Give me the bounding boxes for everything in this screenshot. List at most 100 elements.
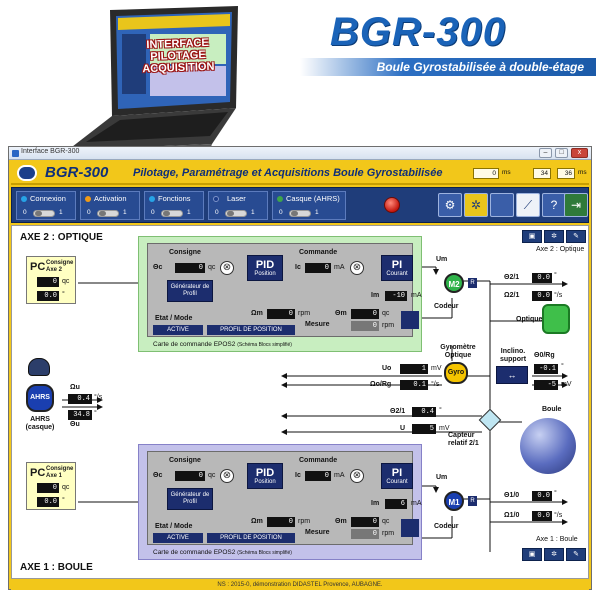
- pid-block[interactable]: PID Position: [247, 255, 283, 281]
- capteur-label: Capteur relatif 2/1: [448, 432, 479, 447]
- inclinometer-block[interactable]: ↔: [496, 366, 528, 384]
- motor-m2[interactable]: M2: [444, 273, 464, 293]
- etat-active: ACTIVE: [153, 325, 203, 335]
- block-label: Générateur de Profil: [170, 284, 210, 297]
- diagram-area: AXE 2 : OPTIQUE ▣ ✲ ✎ Axe 2 : Optique PC…: [11, 225, 589, 579]
- omega-u-value: 0.4: [68, 394, 92, 404]
- axe1-camera-button[interactable]: ▣: [522, 548, 542, 561]
- axe1-label: Axe 1 : Boule: [536, 536, 578, 543]
- help-button[interactable]: ?: [542, 193, 566, 217]
- toggle-left-value: 0: [279, 209, 283, 216]
- axe2-label: Axe 2 : Optique: [536, 246, 585, 253]
- pc-value-deg[interactable]: 0.0: [37, 291, 59, 301]
- exit-button[interactable]: ⇥: [564, 193, 588, 217]
- theta-org-label: Θ0/Rg: [534, 352, 555, 359]
- omega10-label: Ω1/0: [504, 512, 520, 519]
- led-icon: [21, 196, 27, 202]
- unit: °: [62, 291, 65, 298]
- card-caption-title: Carte de commande EPOS2: [153, 341, 236, 348]
- toolbar: Connexion 0 1 Activation 0 1 Fonctions 0…: [11, 187, 589, 223]
- timer-1: 0: [473, 168, 499, 179]
- toggle-activation[interactable]: Activation 0 1: [80, 191, 140, 220]
- toggle-left-value: 0: [151, 209, 155, 216]
- u-value: 5: [412, 424, 436, 434]
- epos2-card-axe2: Consigne Θc 0 qc Générateur de Profil ⊗ …: [138, 236, 422, 352]
- pc-value-deg[interactable]: 0.0: [37, 497, 59, 507]
- im-value: -10: [385, 291, 407, 301]
- pc-value-qc[interactable]: 0: [37, 277, 59, 287]
- mesure-label: Mesure: [305, 321, 330, 328]
- pi-block[interactable]: PI Courant: [381, 255, 413, 281]
- laptop-caption: INTERFACE PILOTAGE ACQUISITION: [139, 37, 216, 76]
- unit: qc: [62, 484, 70, 491]
- blank-button[interactable]: [490, 193, 514, 217]
- axe1-gear-button[interactable]: ✲: [544, 548, 564, 561]
- camera-icon: ▣: [528, 233, 536, 240]
- axe2-gear-button[interactable]: ✲: [544, 230, 564, 243]
- unit: °: [554, 490, 557, 497]
- app-logo-icon: [17, 165, 37, 181]
- unit: °/s: [431, 381, 440, 388]
- minimize-button[interactable]: –: [539, 148, 552, 158]
- toggle-connexion[interactable]: Connexion 0 1: [16, 191, 76, 220]
- theta-m-value: 0: [351, 309, 379, 319]
- tool-icon: ✎: [573, 233, 579, 240]
- brand-subtitle: Boule Gyrostabilisée à double-étage: [300, 58, 596, 76]
- unit: mV: [431, 365, 442, 372]
- switch-icon[interactable]: [289, 210, 311, 217]
- block-title: PI: [391, 259, 403, 271]
- unit: mA: [411, 500, 422, 507]
- im-label: Im: [371, 292, 380, 299]
- theta21-label: Θ2/1: [504, 274, 520, 281]
- emergency-stop-button[interactable]: [384, 197, 400, 213]
- generateur-profil-block[interactable]: Générateur de Profil: [167, 280, 213, 302]
- unit: qc: [62, 278, 70, 285]
- switch-icon[interactable]: [97, 210, 119, 217]
- toggle-laser[interactable]: Laser 0 1: [208, 191, 268, 220]
- omega-m-label: Ωm: [251, 518, 263, 525]
- gyro-label: Gyromètre Optique: [440, 344, 476, 359]
- toggle-label: Casque (AHRS): [286, 194, 340, 203]
- unit: rpm: [382, 322, 395, 329]
- unit: qc: [382, 518, 390, 525]
- pid-block[interactable]: PID Position: [247, 463, 283, 489]
- app-icon: [12, 150, 19, 157]
- ahrs-sensor[interactable]: AHRS: [26, 384, 54, 412]
- toggle-fonctions[interactable]: Fonctions 0 1: [144, 191, 204, 220]
- commande-label: Commande: [299, 249, 338, 256]
- window-title: Interface BGR-300: [21, 148, 80, 155]
- axe2-tool-button[interactable]: ✎: [566, 230, 586, 243]
- gears-icon: ✲: [470, 198, 482, 212]
- toggle-right-value: 1: [251, 209, 255, 216]
- chart-button[interactable]: ⟋: [516, 193, 540, 217]
- omega10-value: 0.0: [532, 511, 552, 521]
- pc-value-qc[interactable]: 0: [37, 483, 59, 493]
- toggle-casque[interactable]: Casque (AHRS) 0 1: [272, 191, 346, 220]
- omega-org-value: 0.1: [400, 380, 428, 390]
- maximize-button[interactable]: □: [555, 148, 568, 158]
- motor-m1[interactable]: M1: [444, 491, 464, 511]
- generateur-profil-block[interactable]: Générateur de Profil: [167, 488, 213, 510]
- switch-icon[interactable]: [225, 210, 247, 217]
- pi-block[interactable]: PI Courant: [381, 463, 413, 489]
- omega-m-value: 0: [267, 309, 295, 319]
- axe2-camera-button[interactable]: ▣: [522, 230, 542, 243]
- axe1-title: AXE 1 : BOULE: [20, 562, 93, 573]
- optique-icon: [542, 304, 570, 334]
- switch-icon[interactable]: [161, 210, 183, 217]
- tuning-button[interactable]: ✲: [464, 193, 488, 217]
- axe1-tool-button[interactable]: ✎: [566, 548, 586, 561]
- settings-button[interactable]: ⚙: [438, 193, 462, 217]
- axe2-title: AXE 2 : OPTIQUE: [20, 232, 103, 243]
- unit: qc: [208, 472, 216, 479]
- close-button[interactable]: x: [571, 148, 588, 158]
- unit: °: [439, 407, 442, 414]
- toggle-label: Laser: [227, 194, 246, 203]
- gyro-sensor[interactable]: Gyro: [444, 362, 468, 384]
- switch-icon[interactable]: [33, 210, 55, 217]
- app-title: BGR-300: [45, 164, 109, 181]
- sum-node: ⊗: [350, 469, 364, 483]
- uo-label: Uo: [382, 365, 392, 372]
- r-box: R: [468, 496, 477, 506]
- led-icon: [149, 196, 155, 202]
